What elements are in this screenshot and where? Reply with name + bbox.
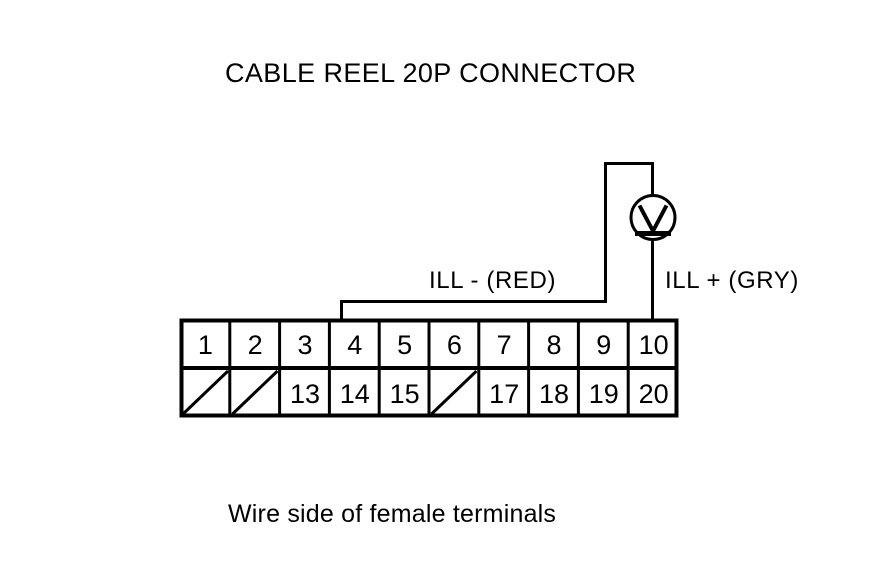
pin-cell-1: 1	[198, 330, 213, 360]
positive-probe-label: ILL + (GRY)	[665, 267, 799, 294]
pin-cell-20: 20	[639, 379, 669, 409]
meter-wiring	[604, 162, 654, 321]
pin-cell-19: 19	[589, 379, 619, 409]
voltmeter-symbol	[629, 194, 677, 241]
pin-cell-17: 17	[489, 379, 519, 409]
blank-slash-12	[231, 369, 279, 416]
pin-cell-7: 7	[497, 330, 512, 360]
pin-cell-9: 9	[596, 330, 611, 360]
blank-slash-11	[181, 369, 230, 416]
blank-slash-16	[430, 369, 478, 416]
pin-cell-6: 6	[447, 330, 462, 360]
pin-cell-18: 18	[539, 379, 569, 409]
negative-probe-label: ILL - (RED)	[429, 267, 556, 294]
pin-cell-10: 10	[639, 330, 669, 360]
connector-body: 1 2 3 4 5 6 7 8 9 10 13 14 15 17 18	[179, 318, 679, 418]
pin-cell-5: 5	[397, 330, 412, 360]
negative-lead-bracket	[340, 300, 607, 321]
pin-cell-8: 8	[546, 330, 561, 360]
bottom-row-pins: 13 14 15 17 18 19 20	[290, 379, 669, 409]
pin-cell-3: 3	[297, 330, 312, 360]
pin-cell-13: 13	[290, 379, 320, 409]
pin-cell-2: 2	[248, 330, 263, 360]
pin-cell-14: 14	[340, 379, 370, 409]
column-dividers	[228, 319, 630, 417]
top-row-pins: 1 2 3 4 5 6 7 8 9 10	[198, 330, 669, 360]
pin-cell-15: 15	[390, 379, 420, 409]
page-title: CABLE REEL 20P CONNECTOR	[225, 58, 636, 88]
blank-cell-slashes	[181, 369, 478, 416]
pin-cell-4: 4	[347, 330, 362, 360]
diagram-caption: Wire side of female terminals	[228, 500, 556, 528]
